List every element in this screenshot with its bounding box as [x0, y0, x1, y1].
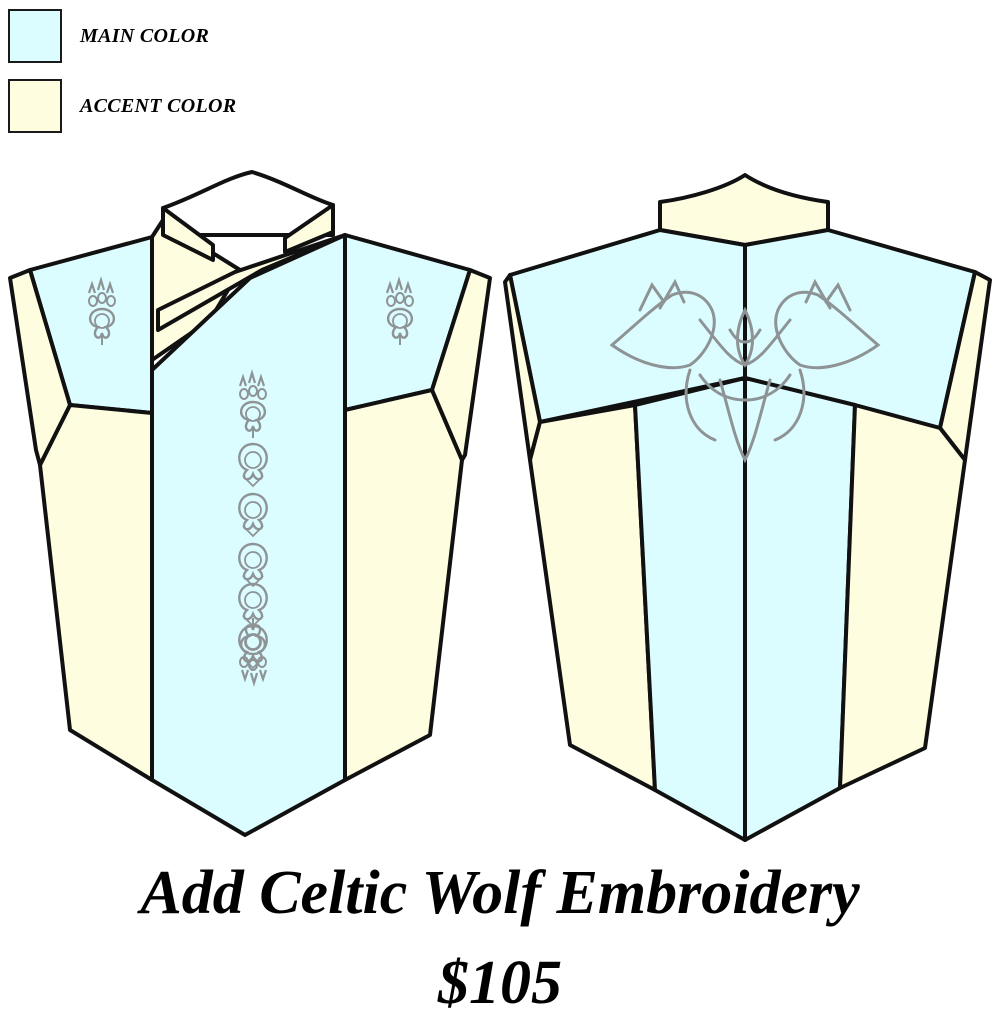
celtic-wolf-knot-icon [609, 278, 881, 464]
vest-front [8, 170, 492, 837]
vest-back [503, 173, 992, 842]
offer-price: $105 [438, 949, 562, 1017]
color-legend: MAIN COLOR ACCENT COLOR [8, 8, 236, 148]
main-color-swatch [8, 9, 62, 63]
legend-main-color: MAIN COLOR [8, 8, 236, 64]
offer-title: Add Celtic Wolf Embroidery [140, 859, 860, 927]
vest-diagrams [8, 170, 992, 842]
accent-color-label: ACCENT COLOR [80, 94, 237, 117]
accent-color-swatch [8, 79, 62, 133]
main-color-label: MAIN COLOR [80, 24, 210, 47]
legend-accent-color: ACCENT COLOR [8, 78, 236, 134]
